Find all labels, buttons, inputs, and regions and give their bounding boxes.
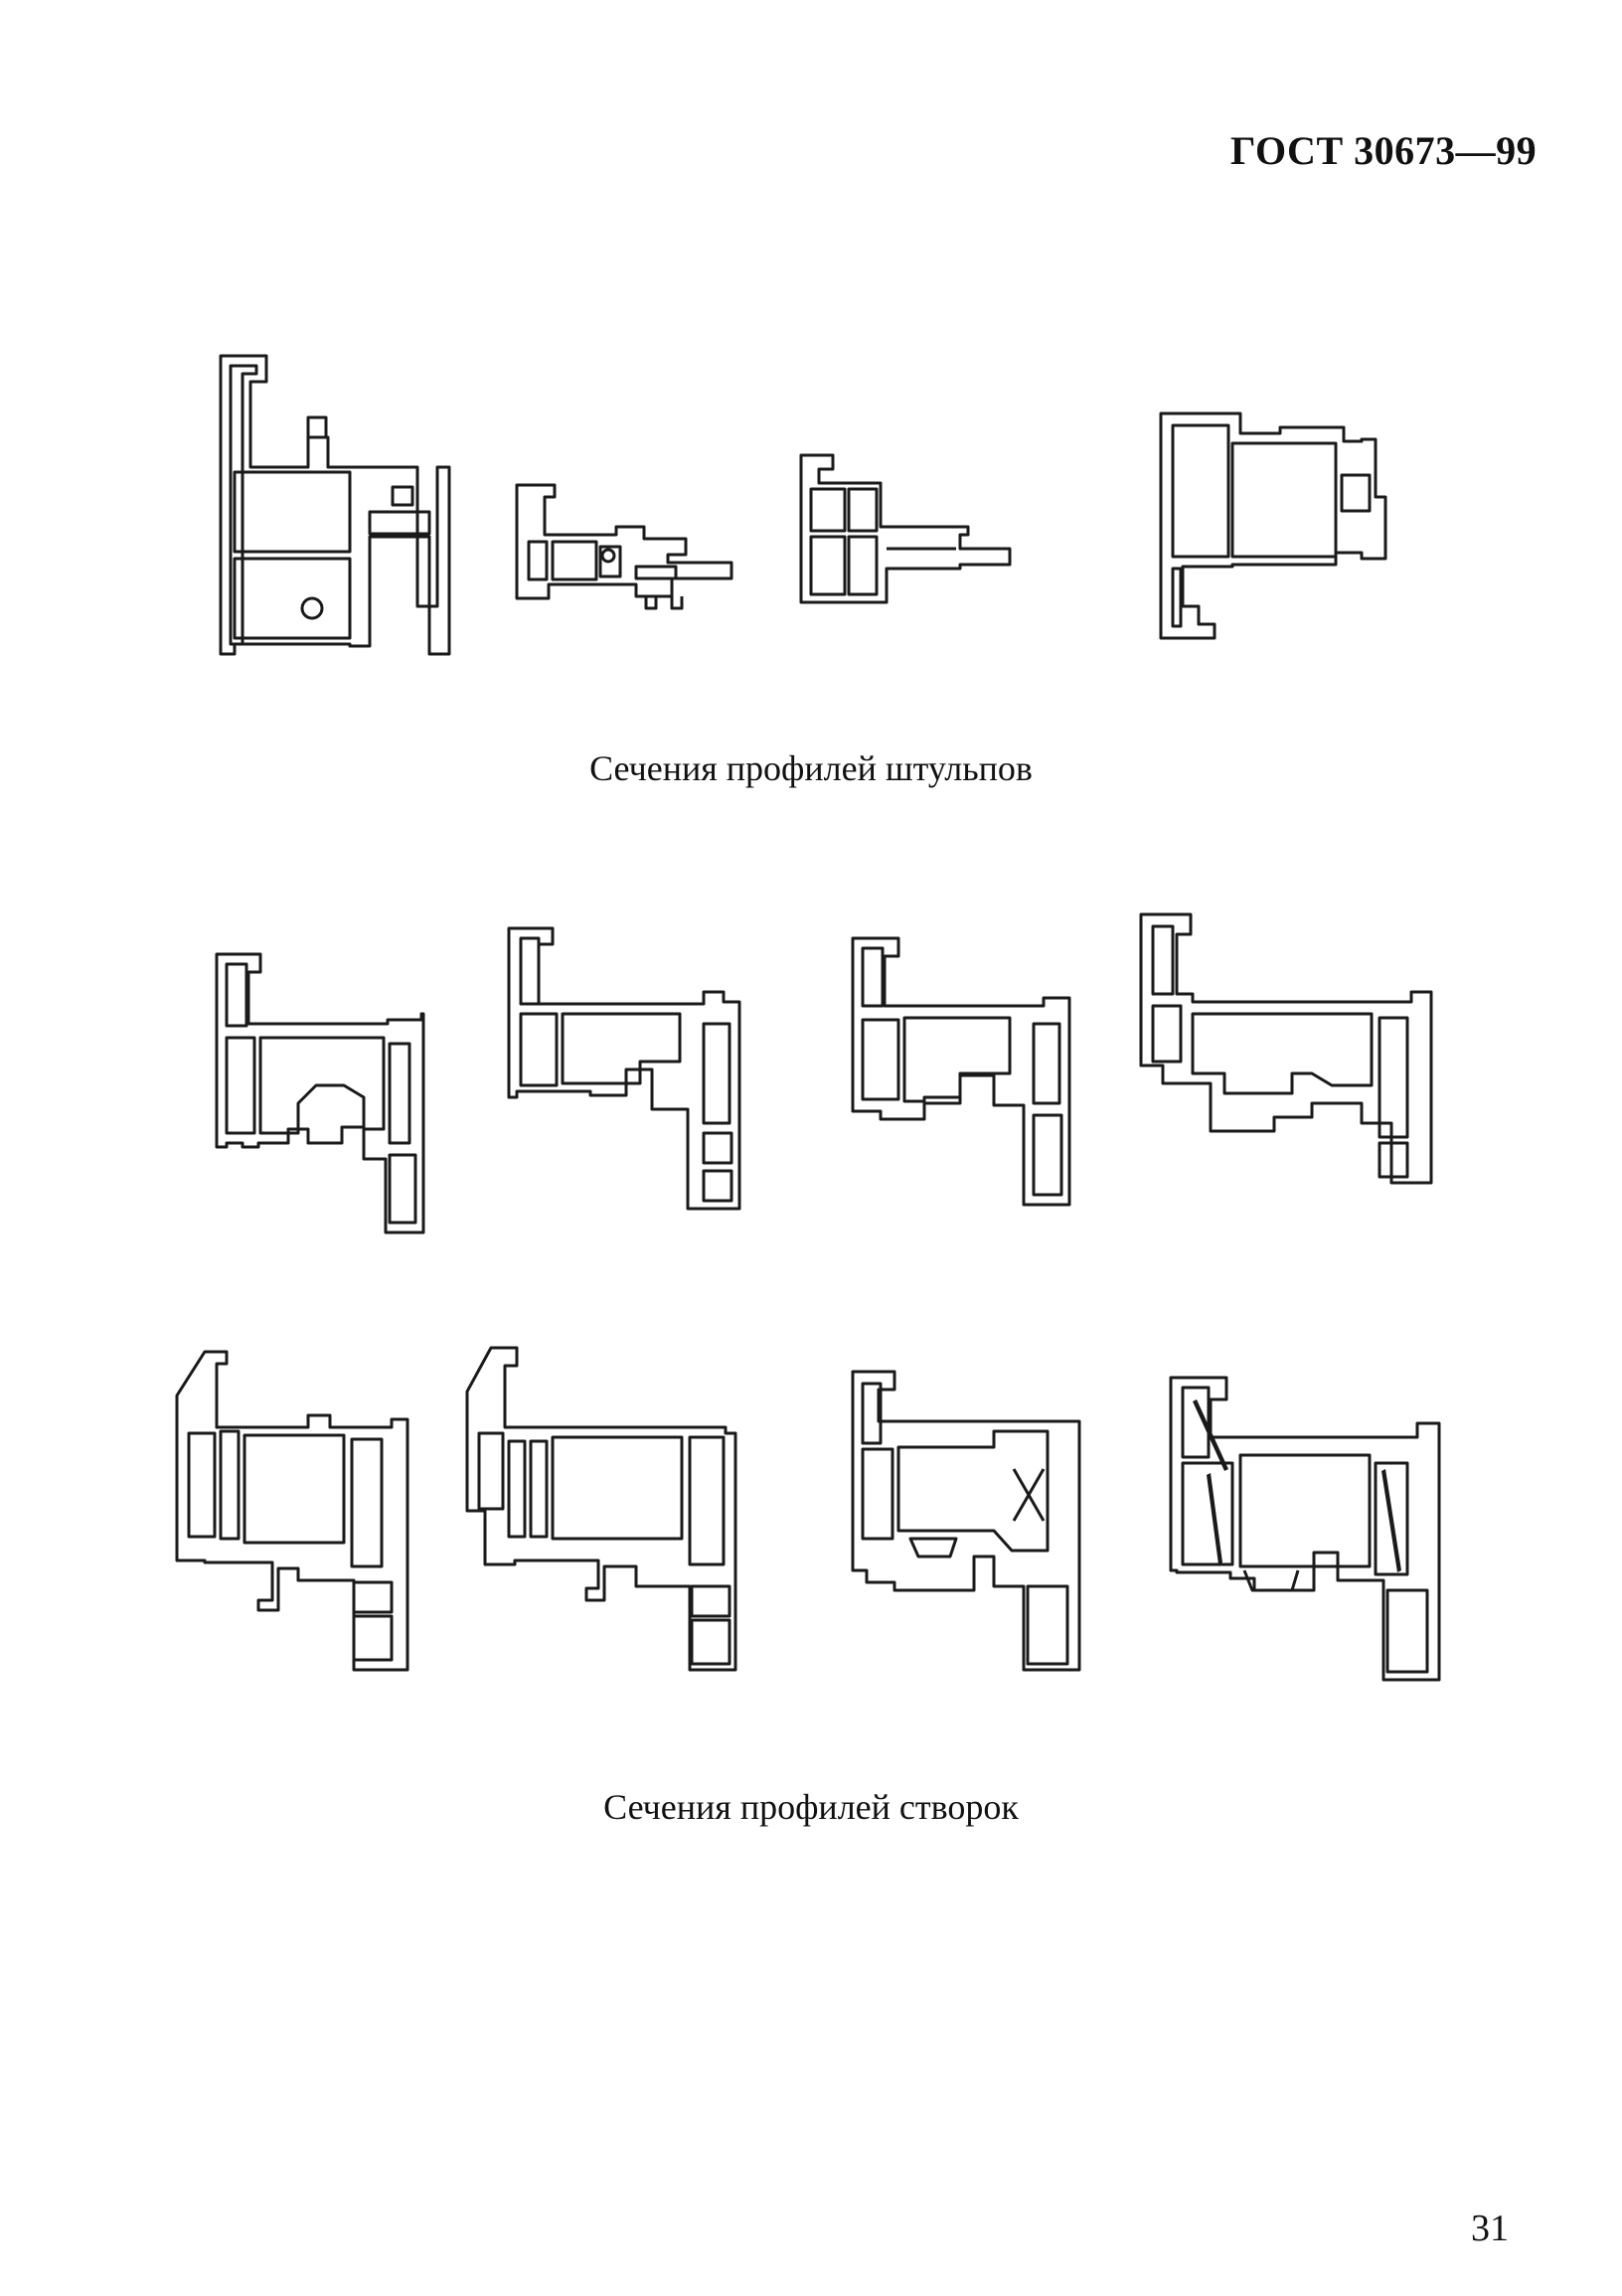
sash-profile-8 bbox=[1169, 1376, 1441, 1682]
sash-profile-5 bbox=[175, 1350, 409, 1672]
page-number: 31 bbox=[1471, 2208, 1509, 2249]
sash-profile-6 bbox=[465, 1346, 737, 1672]
caption-sash-sections: Сечения профилей створок bbox=[603, 1787, 1019, 1827]
mullion-profile-1 bbox=[219, 354, 451, 656]
sash-profile-7 bbox=[851, 1370, 1081, 1672]
caption-mullion-sections: Сечения профилей штульпов bbox=[589, 748, 1033, 788]
mullion-profile-3 bbox=[799, 453, 1012, 604]
sash-profile-1 bbox=[215, 952, 425, 1234]
sash-profile-2 bbox=[507, 926, 741, 1211]
sash-profile-4 bbox=[1139, 912, 1433, 1185]
mullion-profile-2 bbox=[515, 483, 733, 610]
mullion-profile-4 bbox=[1159, 411, 1387, 640]
sash-profile-3 bbox=[851, 936, 1071, 1207]
standard-header: ГОСТ 30673—99 bbox=[1230, 128, 1538, 173]
